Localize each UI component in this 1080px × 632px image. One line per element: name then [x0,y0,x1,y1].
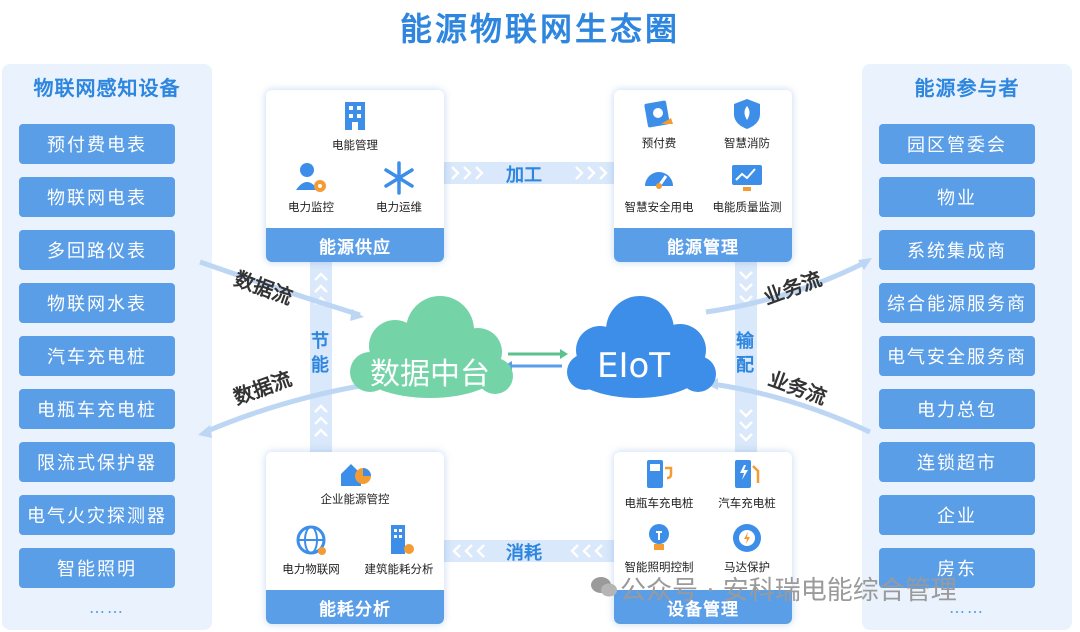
prepaid-card-icon [644,100,673,128]
left-connector [310,262,332,452]
power-ops-item: 电力运维 [354,160,444,215]
left-item-multi-circuit: 多回路仪表 [19,230,175,270]
box-device-management-label: 设备管理 [614,590,792,624]
right-panel: 能源参与者 园区管委会 物业 系统集成商 综合能源服务商 电气安全服务商 电力总… [862,64,1072,630]
box-energy-supply-label: 能源供应 [266,228,444,262]
business-flow-top-arrow [705,259,868,315]
flow-label-save: 节能 [311,331,329,376]
box-energy-management: 预付费 智慧消防 智慧安全用电 电能质量监测 能源管理 [614,90,792,262]
right-item-property: 物业 [879,177,1035,217]
right-item-safety-service: 电气安全服务商 [879,336,1035,376]
building-icon [345,102,365,130]
left-item-car-charger: 汽车充电桩 [19,336,175,376]
page-title: 能源物联网生态圈 [399,10,680,48]
building-energy-item: 建筑能耗分析 [354,522,444,577]
power-quality-item: 电能质量监测 [702,160,792,215]
top-chevrons [451,166,608,180]
smart-safety-item: 智慧安全用电 [614,160,704,215]
box-energy-analysis-label: 能耗分析 [266,590,444,624]
flow-label-process: 加工 [506,165,542,186]
data-flow-bottom-arrow [204,382,366,435]
charger-plug-icon [647,460,673,488]
tower-plug-icon [391,525,414,554]
right-panel-title: 能源参与者 [914,76,1020,100]
watermark-text: 公众号 · 安科瑞电能综合管理 [620,576,957,606]
left-item-current-limiter: 限流式保护器 [19,442,175,482]
right-item-power-contractor: 电力总包 [879,389,1035,429]
left-item-fire-detector: 电气火灾探测器 [19,495,175,535]
prepaid-item: 预付费 [614,96,704,151]
left-item-prepaid-meter: 预付费电表 [19,124,175,164]
data-platform-label: 数据中台 [370,357,490,392]
top-connector [444,162,614,184]
worker-gear-icon [296,163,326,192]
smart-fire-item: 智慧消防 [702,96,792,151]
data-flow-top-arrow [199,259,361,318]
wechat-icon [591,577,617,597]
right-connector [735,262,757,452]
box-energy-supply: 电能管理 电力监控 电力运维 能源供应 [266,90,444,262]
ebike-charger-item: 电瓶车充电桩 [614,456,704,511]
right-item-landlord: 房东 [879,548,1035,588]
left-item-iot-meter: 物联网电表 [19,177,175,217]
power-iot-item: 电力物联网 [266,522,356,577]
left-panel-title: 物联网感知设备 [33,76,181,100]
ev-charger-icon [735,460,760,488]
eiot-cloud [567,296,716,398]
right-item-integrator: 系统集成商 [879,230,1035,270]
motor-gear-icon [733,524,761,552]
right-item-park-committee: 园区管委会 [879,124,1035,164]
left-item-smart-lighting: 智能照明 [19,548,175,588]
bottom-chevrons [452,544,603,558]
power-monitor-item: 电力监控 [266,160,356,215]
monitor-chart-icon [732,165,762,191]
right-item-enterprise: 企业 [879,495,1035,535]
left-panel: 物联网感知设备 预付费电表 物联网电表 多回路仪表 物联网水表 汽车充电桩 电瓶… [2,64,212,630]
box-energy-analysis: 企业能源管控 电力物联网 建筑能耗分析 能耗分析 [266,452,444,624]
eiot-label: EIoT [597,346,671,386]
car-charger-item: 汽车充电桩 [702,456,792,511]
globe-icon [296,525,326,555]
lighting-control-item: 智能照明控制 [614,520,704,575]
left-more: …… [89,598,125,617]
flow-label-distribute: 输配 [736,331,754,376]
right-item-supermarket: 连锁超市 [879,442,1035,482]
energy-mgmt-item: 电能管理 [310,98,400,153]
house-pie-icon [341,464,371,486]
snowflake-icon [384,161,414,195]
right-chevrons [739,271,753,442]
motor-protect-item: 马达保护 [702,520,792,575]
enterprise-energy-item: 企业能源管控 [310,458,400,507]
right-more: …… [949,598,985,617]
flow-label-consume: 消耗 [506,543,542,564]
lightbulb-icon [649,524,669,550]
bottom-connector [444,540,614,562]
right-item-energy-service: 综合能源服务商 [879,283,1035,323]
box-device-management: 电瓶车充电桩 汽车充电桩 智能照明控制 马达保护 设备管理 [614,452,792,624]
shield-icon [734,99,760,129]
gauge-icon [645,172,673,189]
left-item-ebike-charger: 电瓶车充电桩 [19,389,175,429]
data-platform-cloud [350,296,513,398]
left-item-iot-water: 物联网水表 [19,283,175,323]
box-energy-management-label: 能源管理 [614,228,792,262]
business-flow-bottom-arrow [711,381,872,435]
middle-exchange-arrows [504,349,568,371]
